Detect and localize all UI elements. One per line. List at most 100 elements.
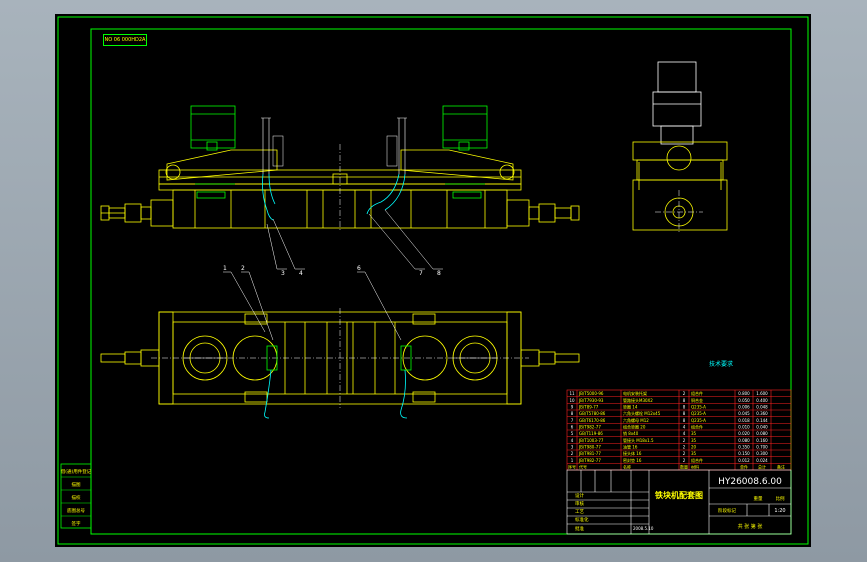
parts-cell-weight: 0.020	[738, 431, 750, 436]
parts-cell-code: GB/T119-86	[579, 431, 603, 436]
left-col-item: 签字	[72, 520, 81, 527]
sheet-info: 共 张 第 张	[738, 523, 763, 530]
parts-cell-no: 1	[571, 458, 574, 463]
parts-cell-total: 0.048	[756, 405, 768, 410]
parts-cell-material: 铜合金	[691, 397, 703, 403]
parts-header-total: 总计	[758, 464, 766, 470]
parts-cell-qty: 8	[683, 411, 686, 416]
parts-cell-total: 1.600	[756, 391, 768, 396]
cad-canvas: 借(通)用件登记 描图 描校 底图总号 签字	[57, 16, 809, 545]
scale-label: 比例	[776, 495, 785, 502]
parts-cell-weight: 0.150	[738, 451, 750, 456]
parts-cell-weight: 0.080	[738, 438, 750, 443]
parts-header-material: 材料	[691, 464, 699, 470]
parts-cell-weight: 0.006	[738, 405, 750, 410]
parts-cell-qty: 2	[683, 445, 686, 450]
parts-cell-no: 11	[569, 391, 575, 396]
parts-cell-no: 6	[571, 425, 574, 430]
parts-cell-qty: 4	[683, 425, 686, 430]
balloon-label: 3	[281, 270, 285, 277]
tb-date: 2008.5.10	[633, 526, 654, 531]
parts-cell-name: 销 8x40	[623, 430, 639, 436]
parts-cell-no: 10	[569, 398, 575, 403]
tb-checker: 审核	[575, 500, 584, 507]
stage-label: 阶段标记	[718, 507, 736, 514]
side-view	[632, 61, 728, 234]
drawing-title: 铁块机配套图	[655, 490, 703, 500]
inner-border	[90, 28, 792, 535]
drawing-number: HY26008.6.00	[718, 477, 782, 487]
parts-cell-weight: 0.050	[738, 398, 750, 403]
parts-cell-no: 7	[571, 418, 574, 423]
left-col-item: 借(通)用件登记	[61, 468, 92, 475]
parts-cell-code: GB/T6170-86	[579, 418, 606, 423]
parts-header-qty: 数量	[680, 464, 688, 470]
parts-cell-total: 0.144	[756, 418, 768, 423]
title-block-grid	[566, 469, 792, 535]
parts-cell-weight: 0.045	[738, 411, 750, 416]
left-motor	[190, 105, 236, 149]
parts-cell-material: 35	[691, 451, 697, 456]
balloon-label: 7	[419, 270, 423, 277]
right-motor	[442, 105, 488, 149]
parts-cell-no: 2	[571, 451, 574, 456]
parts-cell-name: 油管 16	[623, 444, 638, 450]
parts-cell-code: JB/T982-77	[578, 458, 601, 463]
parts-cell-weight: 0.350	[738, 445, 750, 450]
parts-cell-qty: 2	[683, 391, 686, 396]
tb-designer: 设计	[575, 492, 584, 499]
balloon-label: 8	[437, 270, 441, 277]
outer-border	[57, 16, 809, 545]
side-motor	[657, 61, 697, 93]
balloon-label: 2	[241, 265, 245, 272]
parts-cell-material: Q235-A	[691, 418, 706, 423]
parts-cell-code: JB/T89-77	[578, 405, 599, 410]
parts-header-name: 名称	[623, 464, 631, 470]
parts-cell-weight: 0.012	[738, 458, 750, 463]
parts-cell-code: JB/T5000-96	[578, 391, 604, 396]
parts-cell-total: 0.400	[756, 398, 768, 403]
weight-label: 重量	[754, 495, 763, 502]
parts-cell-qty: 4	[683, 431, 686, 436]
parts-header-note: 备注	[777, 464, 785, 470]
parts-cell-material: 组合件	[691, 424, 703, 430]
parts-cell-qty: 8	[683, 398, 686, 403]
left-registration-column: 借(通)用件登记 描图 描校 底图总号 签字	[60, 463, 92, 529]
parts-cell-qty: 2	[683, 458, 686, 463]
parts-cell-material: 35	[691, 438, 697, 443]
left-col-item: 描图	[72, 481, 81, 488]
parts-cell-total: 0.080	[756, 431, 768, 436]
parts-cell-name: 密封垫 16	[623, 457, 642, 463]
parts-cell-qty: 8	[683, 418, 686, 423]
parts-cell-code: JB/T7930-93	[578, 398, 604, 403]
parts-cell-material: 组合件	[691, 390, 703, 396]
parts-cell-weight: 0.010	[738, 425, 750, 430]
parts-cell-total: 0.360	[756, 411, 768, 416]
parts-cell-material: Q235-A	[691, 405, 706, 410]
parts-cell-code: JB/T982-77	[578, 425, 601, 430]
tech-requirement: 技术要求	[709, 360, 733, 368]
parts-cell-material: Q235-A	[691, 411, 706, 416]
parts-cell-material: 组合件	[691, 457, 703, 463]
parts-cell-weight: 0.018	[738, 418, 750, 423]
front-view-leaders	[266, 209, 443, 270]
parts-cell-material: 20	[691, 445, 697, 450]
balloon-label: 1	[223, 265, 227, 272]
top-view-leaders	[223, 271, 402, 341]
parts-header-no: 序号	[568, 464, 576, 470]
parts-header-weight: 单件	[740, 464, 748, 470]
parts-header-code: 代号	[579, 464, 587, 470]
parts-cell-name: 管接头 M18x1.5	[623, 437, 654, 443]
parts-cell-code: JB/T1003-77	[578, 438, 604, 443]
parts-cell-no: 8	[571, 411, 574, 416]
left-col-item: 底图总号	[67, 507, 85, 514]
parts-cell-name: 六角头螺栓 M12x45	[623, 410, 661, 416]
parts-cell-name: 组合垫圈 20	[623, 424, 646, 430]
parts-cell-total: 0.300	[756, 451, 768, 456]
parts-cell-code: JB/T980-77	[578, 445, 601, 450]
parts-cell-no: 9	[571, 405, 574, 410]
parts-cell-no: 3	[571, 445, 574, 450]
parts-cell-total: 0.700	[756, 445, 768, 450]
scale-value: 1:20	[774, 508, 785, 514]
